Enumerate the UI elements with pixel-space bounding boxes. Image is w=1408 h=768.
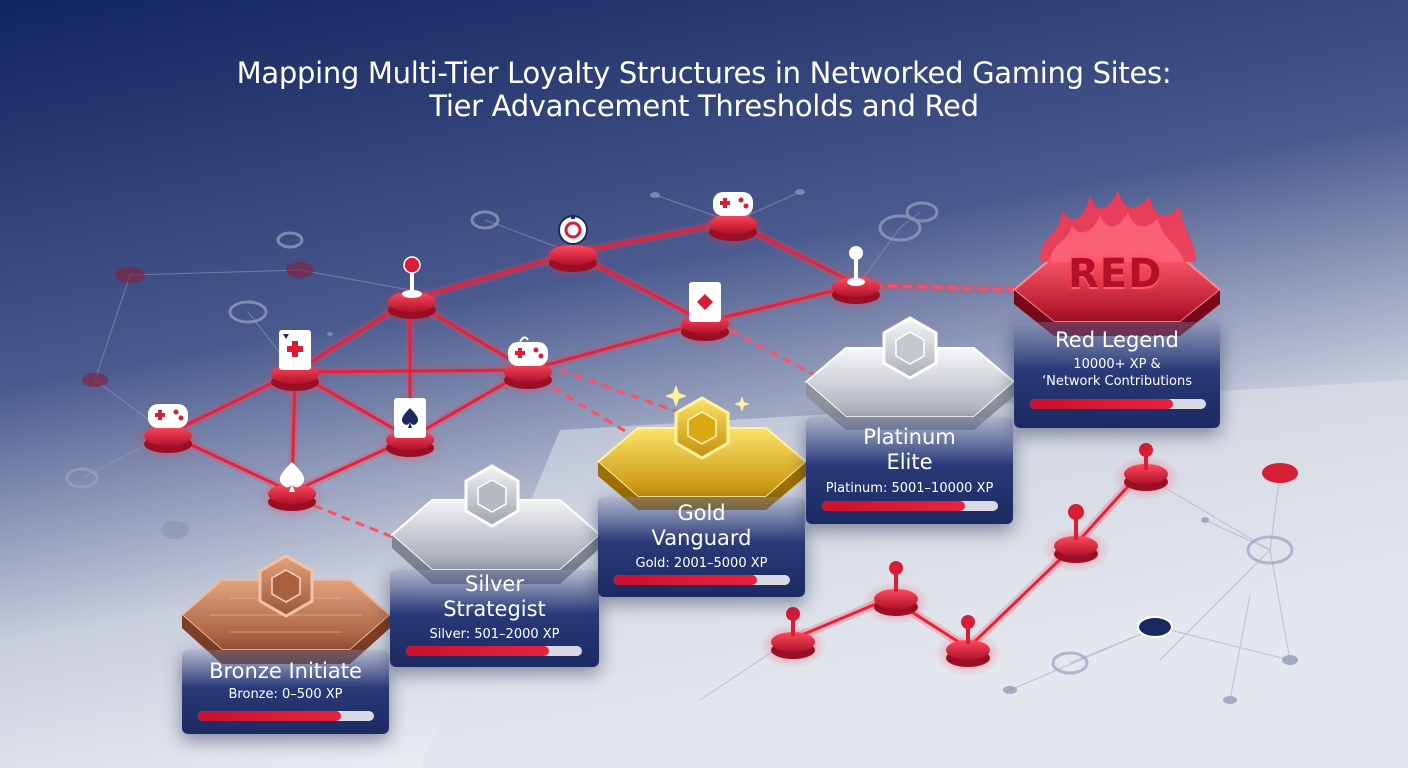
tier-card-gold: Gold Vanguard Gold: 2001–5000 XP <box>598 497 805 597</box>
tier-progress-fill <box>198 711 341 721</box>
tier-threshold: Gold: 2001–5000 XP <box>635 556 768 571</box>
node-spade <box>258 476 326 520</box>
joystick-icon <box>786 443 1153 644</box>
platinum-hex-emblem-icon <box>882 316 938 380</box>
tier-name: Red Legend <box>1055 328 1179 352</box>
tier-progress-fill <box>406 646 549 656</box>
tier-threshold-line-2: ‘Network Contributions <box>1041 374 1193 389</box>
tier-progress-bar <box>198 711 374 721</box>
diamond-card-icon <box>689 282 721 322</box>
diagram-title-line-2: Tier Advancement Thresholds and Red <box>429 89 979 123</box>
tier-threshold: Silver: 501–2000 XP <box>429 627 560 642</box>
tier-card-bronze: Bronze Initiate Bronze: 0–500 XP <box>182 650 389 734</box>
gold-hex-emblem-icon <box>665 385 750 460</box>
tier-name-line-2: Strategist <box>443 597 546 621</box>
card-plus-icon <box>279 330 311 370</box>
tier-threshold: Platinum: 5001–10000 XP <box>825 481 994 496</box>
node-spade-card <box>376 422 444 466</box>
node-joystick-top <box>378 284 446 328</box>
tier-progress-fill <box>822 501 965 511</box>
tier-progress-bar <box>406 646 582 656</box>
node-chip <box>539 237 607 281</box>
gamepad-icon <box>713 192 753 216</box>
dim-red-nodes <box>82 262 314 387</box>
tier-name-line-2: Vanguard <box>651 526 752 550</box>
tier-card-silver: Silver Strategist Silver: 501–2000 XP <box>390 570 599 667</box>
silver-hex-emblem-icon <box>464 464 520 528</box>
node-joystick-low-2 <box>862 581 930 625</box>
tier-name-line-1: Gold <box>677 501 726 525</box>
gamepad-icon <box>148 404 188 428</box>
node-gamepad-mid <box>494 354 562 398</box>
red-badge-text: RED <box>1068 251 1163 297</box>
tier-progress-bar <box>614 575 790 585</box>
grey-ring-nodes <box>65 201 1294 675</box>
node-joystick-low-4 <box>1042 528 1110 572</box>
spade-icon <box>279 462 305 492</box>
tier-name-line-1: Silver <box>465 572 524 596</box>
navy-node <box>1137 616 1173 638</box>
tier-progress-fill <box>614 575 757 585</box>
tier-card-red-legend: Red Legend 10000+ XP & ‘Network Contribu… <box>1014 322 1220 428</box>
node-joystick-right <box>822 269 890 313</box>
red-dot-node <box>1262 463 1298 483</box>
tier-name: Bronze Initiate <box>209 659 362 683</box>
gamepad-icon <box>508 336 548 366</box>
bronze-hex-emblem-icon <box>258 554 314 618</box>
tier-progress-fill <box>1030 399 1173 409</box>
joystick-icon <box>847 246 865 286</box>
tier-name-line-1: Platinum <box>863 425 956 449</box>
grey-dot-nodes <box>161 189 1298 704</box>
diagram-title-line-1: Mapping Multi-Tier Loyalty Structures in… <box>236 56 1172 90</box>
chip-icon <box>558 215 588 245</box>
red-network-nodes <box>134 206 1180 676</box>
node-gamepad-top <box>699 206 767 250</box>
tier-threshold: Bronze: 0–500 XP <box>228 687 343 702</box>
node-gamepad-left <box>134 418 202 462</box>
tier-threshold-line-1: 10000+ XP & <box>1073 357 1161 372</box>
spade-card-icon <box>394 398 426 438</box>
tier-progress-bar <box>822 501 998 511</box>
tier-progress-bar <box>1030 399 1206 409</box>
joystick-icon <box>402 256 422 298</box>
tier-card-platinum: Platinum Elite Platinum: 5001–10000 XP <box>806 417 1013 524</box>
node-joystick-low-1 <box>759 624 827 668</box>
node-joystick-low-3 <box>934 632 1002 676</box>
flaming-red-badge-icon <box>1040 190 1196 262</box>
tier-name-line-2: Elite <box>886 450 933 474</box>
node-joystick-low-5 <box>1112 456 1180 500</box>
